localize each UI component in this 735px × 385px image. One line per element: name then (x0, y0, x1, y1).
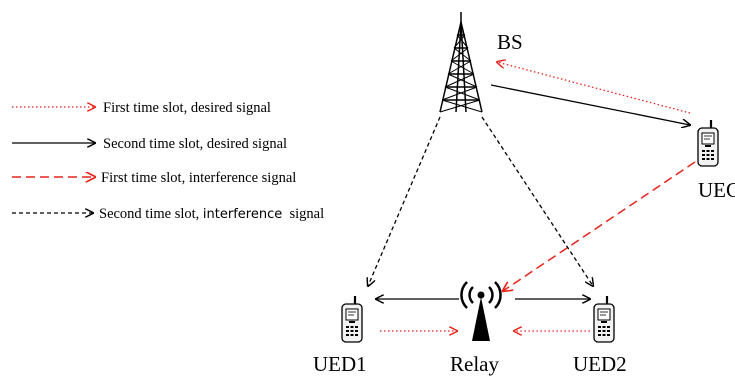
link-bs-ued2-interference-slot2 (481, 116, 593, 286)
legend-label: First time slot, interference signal (101, 170, 296, 186)
legend-item-first-slot-desired: First time slot, desired signal (12, 100, 271, 116)
relay-label: Relay (450, 352, 499, 376)
link-bs-ued1-interference-slot2 (368, 116, 441, 286)
legend-item-second-slot-desired: Second time slot, desired signal (12, 136, 287, 152)
link-bs-uec-desired-slot2 (490, 84, 690, 125)
legend-item-first-slot-interference: First time slot, interference signal (12, 170, 296, 186)
uec-phone-icon (696, 118, 720, 168)
ued2-phone-icon (592, 294, 616, 344)
legend-label-prefix: Second time slot, (99, 206, 203, 222)
legend-item-second-slot-interference: Second time slot, interference signal (12, 206, 324, 222)
bs-label: BS (497, 30, 523, 54)
ued1-phone-icon (340, 294, 364, 344)
ued2-label: UED2 (573, 352, 627, 376)
legend-label: First time slot, desired signal (103, 100, 271, 116)
legend-label: Second time slot, desired signal (103, 136, 287, 152)
bs-tower-icon (439, 12, 483, 113)
link-uec-relay-interference-slot1 (503, 161, 696, 291)
uec-label: UEC (698, 178, 735, 202)
legend-label-sans: interference (203, 207, 282, 222)
link-uec-bs-desired-slot1 (497, 62, 691, 114)
legend-label: Second time slot, interference signal (99, 206, 324, 222)
ued1-label: UED1 (313, 352, 367, 376)
legend-label-suffix: signal (282, 206, 324, 222)
legend: First time slot, desired signal Second t… (12, 100, 324, 222)
relay-antenna-icon (460, 281, 502, 341)
